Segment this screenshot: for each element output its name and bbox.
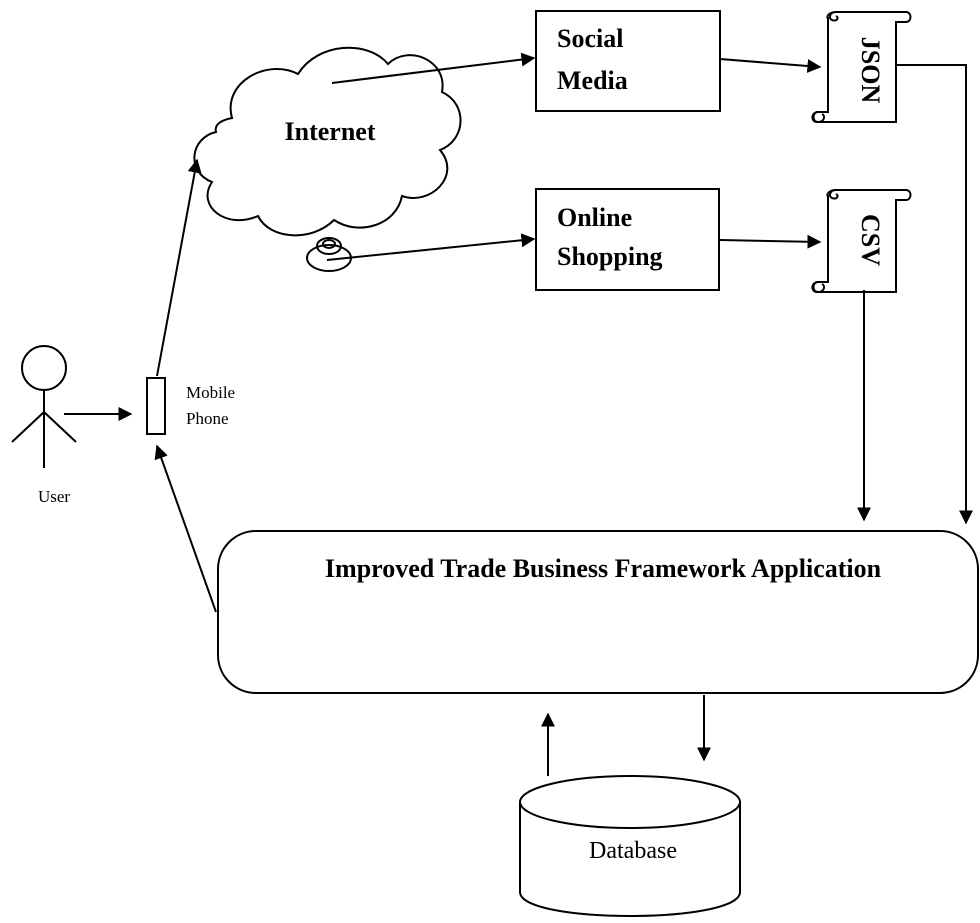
arrow-social-to-json — [719, 58, 822, 73]
mobile-phone-label-line1: Mobile — [186, 383, 235, 402]
internet-label: Internet — [285, 117, 376, 146]
arrow-shopping-to-csv — [719, 234, 822, 249]
online-shopping-label-line1: Online — [557, 203, 632, 232]
user-label: User — [38, 487, 70, 506]
social-media-box: Social Media — [535, 10, 721, 112]
online-shopping-label-line2: Shopping — [557, 242, 663, 271]
database-cylinder: Database — [519, 775, 741, 917]
arrow-application-to-phone — [154, 444, 217, 613]
internet-cloud: Internet — [193, 46, 462, 272]
connectors — [64, 52, 973, 776]
json-file-icon: JSON — [811, 11, 912, 124]
csv-label: CSV — [856, 214, 885, 266]
social-media-label-line2: Media — [557, 66, 628, 95]
csv-file-icon: CSV — [811, 189, 912, 294]
arrow-internet-to-shopping — [326, 233, 536, 261]
user-head — [21, 345, 67, 391]
mobile-phone-label-line2: Phone — [186, 409, 229, 428]
arrow-phone-to-internet — [156, 158, 202, 377]
mobile-phone-icon: Mobile Phone — [146, 377, 235, 435]
application-label: Improved Trade Business Framework Applic… — [325, 554, 882, 583]
arrow-json-to-application — [896, 64, 973, 525]
arrow-internet-to-social — [331, 52, 536, 84]
user-figure: User — [11, 345, 77, 506]
json-label: JSON — [856, 37, 885, 104]
social-media-label-line1: Social — [557, 24, 623, 53]
online-shopping-box: Online Shopping — [535, 188, 720, 291]
application-box: Improved Trade Business Framework Applic… — [217, 530, 979, 694]
database-label: Database — [589, 838, 677, 864]
